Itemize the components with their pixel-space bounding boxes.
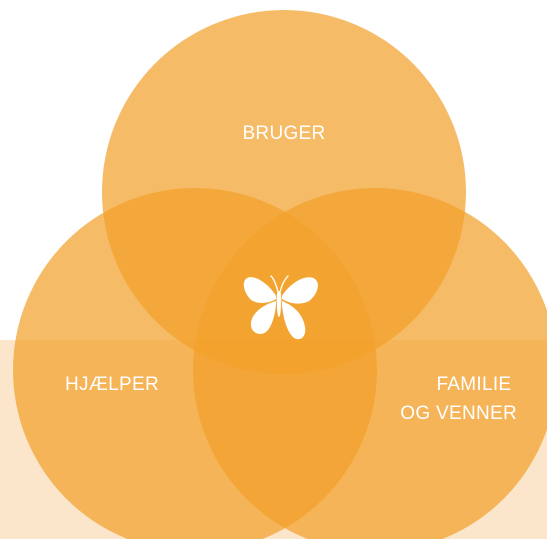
label-bruger: BRUGER [242, 123, 325, 144]
butterfly-lower-right-wing [282, 301, 306, 340]
butterfly-icon [243, 275, 318, 340]
label-familie-line-2: OG VENNER [400, 403, 517, 424]
butterfly-antenna-right [279, 275, 289, 293]
label-hjaelper: HJÆLPER [65, 374, 159, 395]
butterfly-body [276, 291, 282, 317]
label-familie-og-venner: FAMILIE OG VENNER [400, 374, 517, 424]
butterfly-antenna-left [270, 275, 279, 293]
label-familie-line-1: FAMILIE [436, 374, 511, 395]
butterfly-lower-left-wing [250, 301, 276, 334]
butterfly-upper-left-wing [243, 277, 276, 303]
butterfly-upper-right-wing [282, 277, 318, 304]
circle-familie [193, 188, 547, 539]
